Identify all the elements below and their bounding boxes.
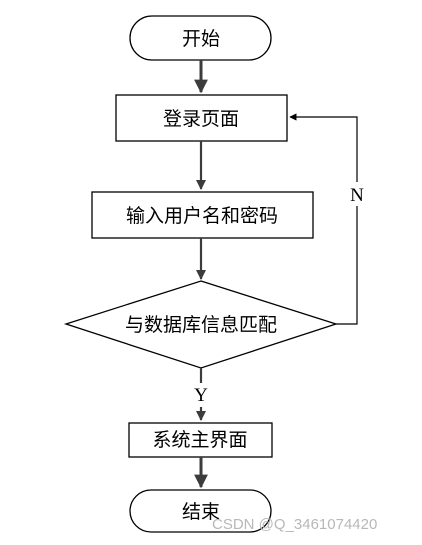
login-page-label: 登录页面: [163, 108, 239, 130]
input-credentials-node: 输入用户名和密码: [91, 191, 314, 239]
main-interface-label: 系统主界面: [152, 429, 247, 451]
start-node: 开始: [129, 15, 272, 61]
no-branch-label: N: [350, 185, 364, 206]
login-page-node: 登录页面: [115, 94, 288, 142]
decision-node: 与数据库信息匹配: [63, 280, 339, 369]
input-credentials-label: 输入用户名和密码: [126, 205, 278, 227]
yes-label-bg: [191, 383, 211, 407]
end-label: 结束: [182, 501, 220, 523]
no-label-bg: [348, 182, 366, 206]
end-node: 结束: [129, 489, 272, 533]
main-interface-node: 系统主界面: [128, 422, 273, 458]
decision-label: 与数据库信息匹配: [125, 314, 277, 336]
yes-branch-label: Y: [194, 385, 208, 406]
login-page-box: [115, 94, 288, 142]
input-credentials-box: [91, 191, 314, 239]
arrow-no-loop-to-login: [289, 113, 358, 325]
end-terminator-shape: [129, 489, 272, 533]
start-label: 开始: [182, 28, 220, 50]
csdn-watermark: CSDN @Q_3461074420: [212, 516, 378, 533]
